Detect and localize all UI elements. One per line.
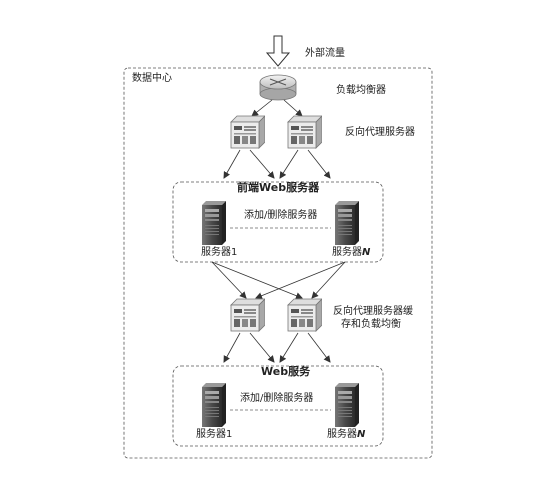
frontend-add-remove-label: 添加/删除服务器 bbox=[244, 210, 318, 221]
frontend-serverN-label: 服务器N bbox=[332, 247, 370, 259]
web-serverN-prefix: 服务器 bbox=[327, 429, 357, 440]
web-group-boundary bbox=[172, 365, 384, 447]
connector-fe-right-proxy3 bbox=[255, 261, 346, 299]
reverse-proxy-2-icon bbox=[287, 115, 322, 149]
connector-proxy2-fe-left bbox=[279, 149, 299, 179]
datacenter-label: 数据中心 bbox=[132, 73, 172, 84]
web-group-title: Web服务 bbox=[261, 365, 311, 378]
external-traffic-arrow bbox=[265, 35, 291, 67]
datacenter-boundary bbox=[123, 67, 433, 459]
connector-proxy1-fe-left bbox=[223, 149, 241, 179]
reverse-proxy-1-icon bbox=[230, 115, 265, 149]
frontend-serverN-icon bbox=[335, 201, 359, 245]
external-traffic-label: 外部流量 bbox=[305, 48, 345, 59]
connector-proxy3-web-left bbox=[223, 332, 241, 363]
connector-proxy4-web-left bbox=[279, 332, 299, 363]
connector-fe-left-proxy3 bbox=[211, 261, 247, 299]
web-add-remove-label: 添加/删除服务器 bbox=[240, 393, 314, 404]
web-serverN-label: 服务器N bbox=[327, 429, 365, 441]
frontend-serverN-suffix: N bbox=[362, 247, 371, 258]
connector-fe-right-proxy4 bbox=[311, 261, 346, 299]
connector-router-proxy2 bbox=[283, 99, 303, 117]
cache-proxy-label-line2: 存和负载均衡 bbox=[341, 319, 401, 330]
cache-proxy-2-icon bbox=[287, 298, 322, 332]
web-serverN-icon bbox=[335, 383, 359, 427]
connector-proxy4-web-right bbox=[307, 332, 331, 363]
connector-fe-left-proxy4 bbox=[211, 261, 303, 300]
reverse-proxy-label: 反向代理服务器 bbox=[345, 127, 415, 138]
frontend-server1-label: 服务器1 bbox=[201, 247, 238, 258]
connector-proxy2-fe-right bbox=[307, 149, 331, 179]
frontend-group-boundary bbox=[172, 181, 384, 263]
load-balancer-label: 负载均衡器 bbox=[336, 85, 386, 96]
cache-proxy-1-icon bbox=[230, 298, 265, 332]
frontend-serverN-prefix: 服务器 bbox=[332, 247, 362, 258]
connector-proxy3-web-right bbox=[249, 332, 275, 363]
web-serverN-suffix: N bbox=[357, 429, 366, 440]
frontend-group-title: 前端Web服务器 bbox=[237, 181, 320, 194]
web-server1-label: 服务器1 bbox=[196, 429, 233, 440]
connector-router-proxy1 bbox=[251, 99, 273, 117]
cache-proxy-label-line1: 反向代理服务器缓 bbox=[333, 306, 413, 317]
web-server1-icon bbox=[202, 383, 226, 427]
connector-proxy1-fe-right bbox=[249, 149, 275, 179]
load-balancer-router-icon bbox=[259, 74, 297, 101]
frontend-server1-icon bbox=[202, 201, 226, 245]
